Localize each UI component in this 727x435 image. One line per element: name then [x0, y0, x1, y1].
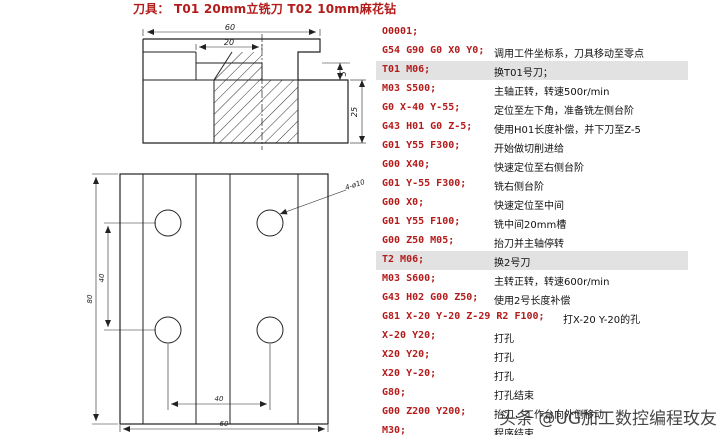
program-comment: 使用H01长度补偿，并下刀至Z-5: [494, 125, 641, 136]
program-line: G80; 打孔结束: [376, 384, 688, 403]
program-comment: 打孔结束: [494, 391, 534, 402]
program-line: G01 Y55 F300; 开始做切削进给: [376, 137, 688, 156]
dim-25: 25: [350, 107, 359, 117]
program-code: G0 X-40 Y-55;: [382, 102, 461, 113]
program-line: X-20 Y20; 打孔: [376, 327, 688, 346]
program-code: G80;: [382, 387, 407, 398]
front-view: [142, 29, 366, 150]
tool-list-title: 刀具： T01 20mm立铣刀 T02 10mm麻花钻: [133, 2, 397, 16]
program-code: X-20 Y20;: [382, 330, 437, 341]
program-line: G01 Y55 F100; 铣中间20mm槽: [376, 213, 688, 232]
program-code: X20 Y20;: [382, 349, 431, 360]
program-code: G43 H02 G00 Z50;: [382, 292, 479, 303]
program-comment: 打孔: [494, 353, 514, 364]
top-view: [92, 173, 347, 432]
program-code: G01 Y55 F300;: [382, 140, 461, 151]
section-break: [213, 51, 233, 81]
program-comment: 铣右侧台阶: [494, 182, 544, 193]
program-comment: 使用2号长度补偿: [494, 296, 571, 307]
dim-5: 5: [339, 71, 348, 76]
hole-bottom-left: [154, 316, 182, 344]
section-hatch-right: [262, 80, 298, 143]
program-comment: 开始做切削进给: [494, 144, 564, 155]
program-line: G00 Z200 Y200; 抬刀，工作台向外侧移动: [376, 403, 688, 422]
watermark: 头条 @UG加工数控编程玫友: [498, 409, 717, 429]
program-code: T01 M06;: [382, 64, 431, 75]
dim-40-vertical: 40: [98, 273, 106, 282]
program-comment: 快速定位至右侧台阶: [494, 163, 584, 174]
program-comment: 打X-20 Y-20的孔: [563, 315, 641, 326]
program-comment: 铣中间20mm槽: [494, 220, 567, 231]
program-code: G01 Y55 F100;: [382, 216, 461, 227]
program-line: G54 G90 G0 X0 Y0; 调用工件坐标系，刀具移动至零点: [376, 42, 688, 61]
program-line: M03 S500; 主轴正转，转速500r/min: [376, 80, 688, 99]
program-comment: 换2号刀: [494, 258, 531, 269]
program-comment: 打孔: [494, 372, 514, 383]
program-code: M30;: [382, 425, 407, 435]
program-line: X20 Y-20; 打孔: [376, 365, 688, 384]
program-code: M03 S500;: [382, 83, 437, 94]
program-line: X20 Y20; 打孔: [376, 346, 688, 365]
program-line: M30; 程序结束: [376, 422, 688, 435]
program-line-highlighted: T2 M06; 换2号刀: [376, 251, 688, 270]
program-comment: 换T01号刀；: [494, 68, 553, 79]
hole-top-right: [256, 209, 284, 237]
program-comment: 主转正转，转速600r/min: [494, 277, 610, 288]
program-code: G54 G90 G0 X0 Y0;: [382, 45, 485, 56]
part-drawing: 60 20 5 25: [86, 23, 366, 432]
dim-80-vertical: 80: [86, 294, 94, 303]
dim-60-top: 60: [225, 23, 235, 32]
dim-hole-dia: 4-ø10: [344, 178, 366, 192]
hole-top-left: [154, 209, 182, 237]
program-comment: 打孔: [494, 334, 514, 345]
dim-40-horizontal: 40: [215, 395, 224, 403]
program-comment: 主轴正转，转速500r/min: [494, 87, 610, 98]
hole-leader: [279, 189, 347, 215]
program-code: G81 X-20 Y-20 Z-29 R2 F100;: [382, 311, 545, 322]
program-code: G00 X40;: [382, 159, 431, 170]
program-line: G01 Y-55 F300; 铣右侧台阶: [376, 175, 688, 194]
program-comment: 调用工件坐标系，刀具移动至零点: [494, 49, 644, 60]
section-hatch-left: [214, 52, 262, 143]
program-line: G0 X-40 Y-55; 定位至左下角，准备铣左侧台阶: [376, 99, 688, 118]
program-code: G01 Y-55 F300;: [382, 178, 467, 189]
dim-60-bottom: 60: [220, 420, 229, 428]
dim-20: 20: [224, 38, 234, 47]
program-comment: 抬刀并主轴停转: [494, 239, 564, 250]
program-line: G43 H01 G0 Z-5; 使用H01长度补偿，并下刀至Z-5: [376, 118, 688, 137]
program-code: G00 Z50 M05;: [382, 235, 455, 246]
program-line: M03 S600; 主转正转，转速600r/min: [376, 270, 688, 289]
program-line: G00 Z50 M05; 抬刀并主轴停转: [376, 232, 688, 251]
program-code: G00 X0;: [382, 197, 425, 208]
nc-program: O0001; G54 G90 G0 X0 Y0;调用工件坐标系，刀具移动至零点 …: [376, 23, 688, 435]
program-code: G43 H01 G0 Z-5;: [382, 121, 473, 132]
program-code: T2 M06;: [382, 254, 425, 265]
program-code: X20 Y-20;: [382, 368, 437, 379]
program-line: G00 X0; 快速定位至中间: [376, 194, 688, 213]
hole-bottom-right: [256, 316, 284, 344]
program-comment: 抬刀，工作台向外侧移动: [494, 410, 604, 421]
program-line: O0001;: [376, 23, 688, 42]
program-code: M03 S600;: [382, 273, 437, 284]
program-line: G43 H02 G00 Z50; 使用2号长度补偿: [376, 289, 688, 308]
plan-outline: [119, 173, 329, 425]
program-comment: 定位至左下角，准备铣左侧台阶: [494, 106, 634, 117]
program-comment: 程序结束: [494, 429, 534, 435]
program-comment: 快速定位至中间: [494, 201, 564, 212]
program-code: G00 Z200 Y200;: [382, 406, 467, 417]
program-line-highlighted: T01 M06; 换T01号刀；: [376, 61, 688, 80]
program-line: G00 X40; 快速定位至右侧台阶: [376, 156, 688, 175]
program-line: G81 X-20 Y-20 Z-29 R2 F100; 打X-20 Y-20的孔: [376, 308, 688, 327]
program-code: O0001;: [382, 26, 419, 37]
